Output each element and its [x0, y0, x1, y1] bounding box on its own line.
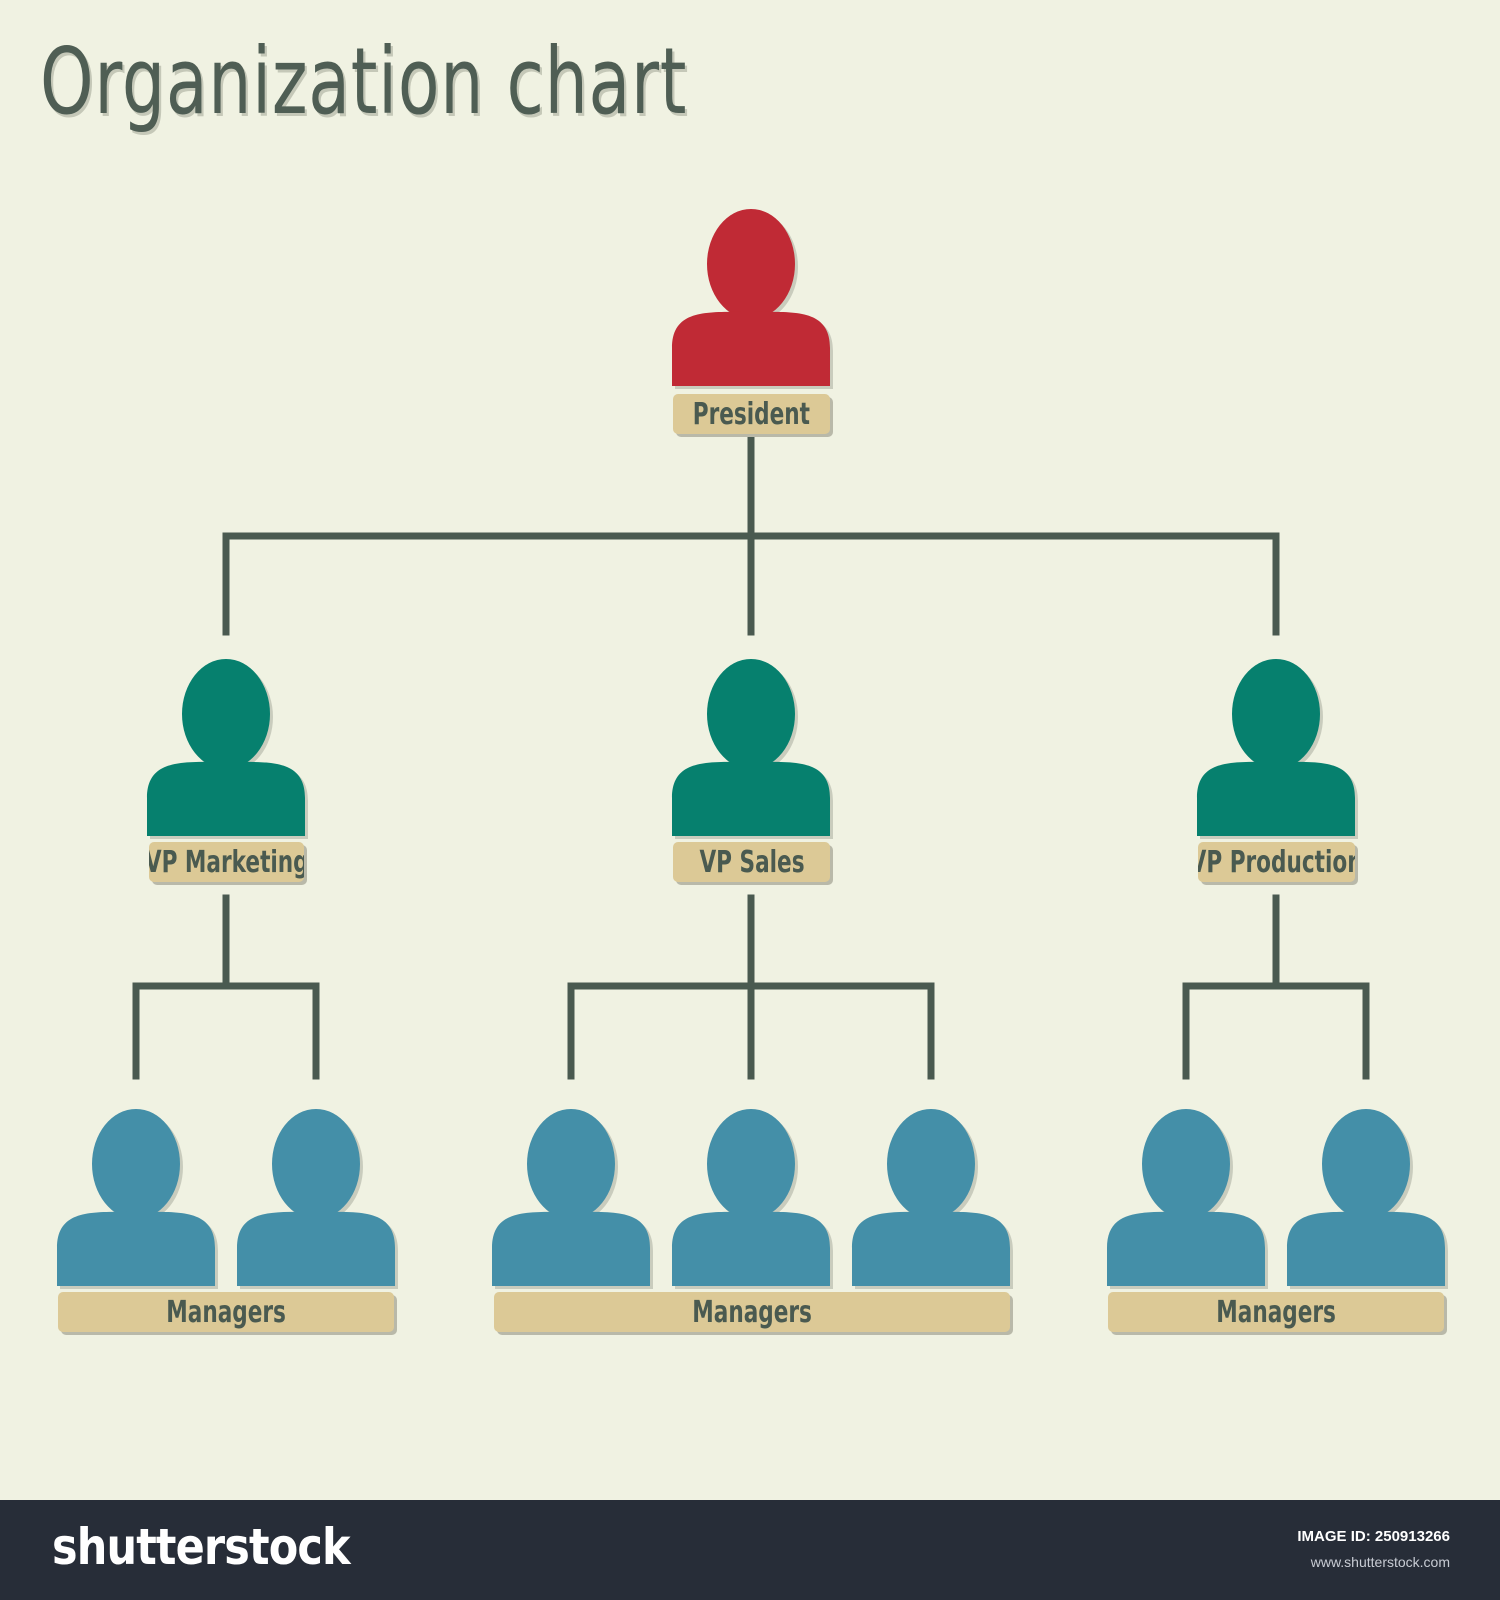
- page-title: Organization chart: [40, 28, 688, 135]
- vp-marketing-label: VP Marketing: [149, 842, 304, 882]
- vp-person-icon-1: [147, 659, 305, 836]
- manager-person-icon-2-3: [852, 1109, 1010, 1286]
- managers-group-1-label: Managers: [58, 1292, 394, 1332]
- manager-person-icon-2-2: [672, 1109, 830, 1286]
- image-id-label: IMAGE ID:: [1297, 1528, 1371, 1545]
- connector-lines: [132, 436, 1370, 1080]
- managers-group-3-label: Managers: [1108, 1292, 1444, 1332]
- people-icons: [57, 209, 1448, 1289]
- manager-person-icon-3-1: [1107, 1109, 1265, 1286]
- connector-marketing-bus: [132, 982, 320, 1080]
- manager-person-icon-1-1: [57, 1109, 215, 1286]
- manager-person-icon-2-1: [492, 1109, 650, 1286]
- org-chart: Organization chart President VP Marketin…: [40, 28, 1448, 1332]
- connector-production-bus: [1182, 982, 1370, 1080]
- president-person-icon: [672, 209, 830, 386]
- managers-group-2-label: Managers: [494, 1292, 1010, 1332]
- image-id-value: 250913266: [1374, 1528, 1450, 1545]
- vp-person-icon-2: [672, 659, 830, 836]
- brand-logo: shutterstock: [52, 1518, 351, 1576]
- vp-sales-label: VP Sales: [673, 842, 830, 882]
- image-id: IMAGE ID: 250913266: [1297, 1528, 1450, 1545]
- footer-bar: shutterstock IMAGE ID: 250913266 www.shu…: [0, 1500, 1500, 1600]
- president-label: President: [673, 394, 830, 434]
- vp-person-icon-3: [1197, 659, 1355, 836]
- org-chart-diagram: [57, 209, 1448, 1289]
- manager-person-icon-1-2: [237, 1109, 395, 1286]
- site-url: www.shutterstock.com: [1310, 1554, 1450, 1570]
- manager-person-icon-3-2: [1287, 1109, 1445, 1286]
- vp-production-label: VP Production: [1198, 842, 1355, 882]
